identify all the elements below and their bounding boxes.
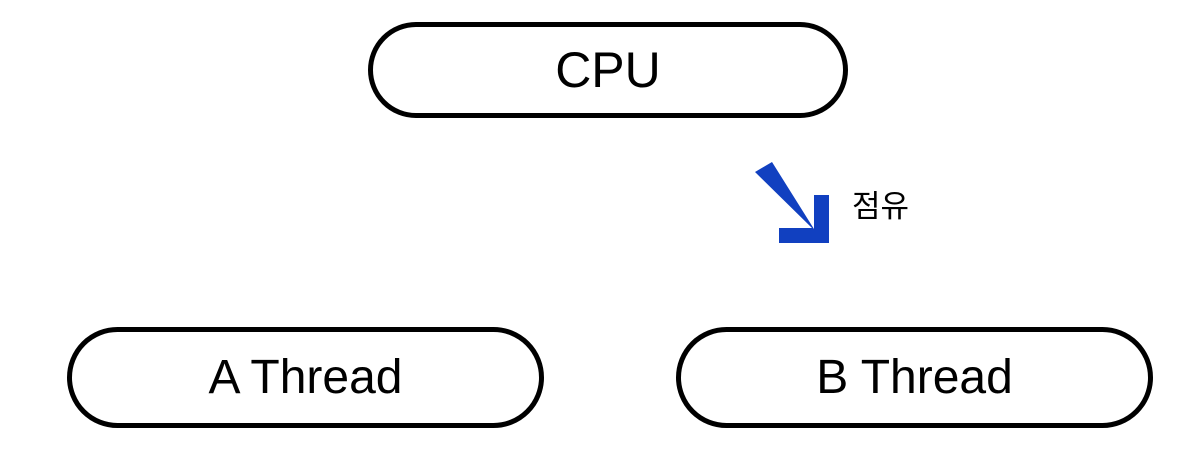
node-a-thread-label: A Thread: [208, 350, 403, 404]
node-b-thread[interactable]: B Thread: [676, 327, 1153, 428]
node-b-thread-label: B Thread: [816, 350, 1013, 404]
arrow-label-occupy: 점유: [852, 189, 910, 224]
arrow-polygon: [755, 162, 829, 243]
node-cpu-label: CPU: [555, 42, 661, 98]
arrow-down-right-shape: [755, 162, 829, 243]
node-a-thread[interactable]: A Thread: [67, 327, 544, 428]
node-cpu[interactable]: CPU: [368, 22, 848, 118]
arrow-down-right-icon: [750, 160, 836, 250]
